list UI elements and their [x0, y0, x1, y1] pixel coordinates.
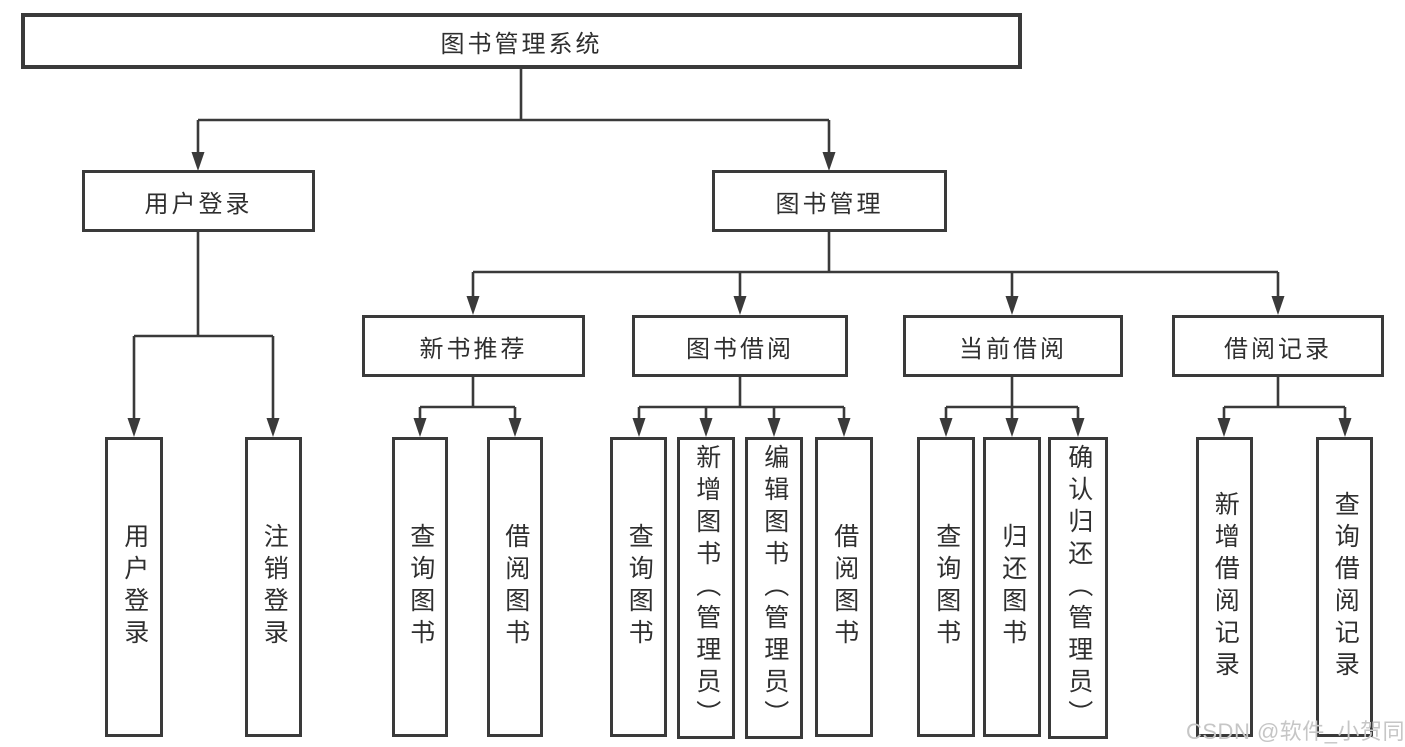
leaf-query-books-recommend-label: 查询图书: [406, 523, 435, 651]
node-library-system: 图书管理系统: [21, 13, 1022, 69]
node-book-management: 图书管理: [712, 170, 947, 232]
node-borrowing-records-label: 借阅记录: [1224, 335, 1332, 363]
leaf-confirm-return-admin: 确认归还（管理员）: [1048, 437, 1108, 739]
leaf-query-books-current: 查询图书: [917, 437, 975, 737]
leaf-borrow-books-borrowing-label: 借阅图书: [830, 523, 859, 651]
node-current-borrowing: 当前借阅: [903, 315, 1123, 377]
leaf-query-books-recommend: 查询图书: [392, 437, 448, 737]
leaf-add-books-admin: 新增图书（管理员）: [677, 437, 735, 739]
leaf-query-books-borrowing-label: 查询图书: [625, 523, 654, 651]
leaf-logout: 注销登录: [245, 437, 302, 737]
leaf-return-books-label: 归还图书: [998, 523, 1027, 651]
leaf-query-borrow-record: 查询借阅记录: [1316, 437, 1373, 737]
node-new-book-recommend: 新书推荐: [362, 315, 585, 377]
leaf-edit-books-admin-label: 编辑图书（管理员）: [760, 444, 789, 732]
node-new-book-recommend-label: 新书推荐: [419, 335, 528, 363]
leaf-borrow-books-recommend: 借阅图书: [487, 437, 543, 737]
leaf-query-books-current-label: 查询图书: [932, 523, 961, 651]
leaf-query-borrow-record-label: 查询借阅记录: [1331, 491, 1360, 683]
leaf-user-login-label: 用户登录: [120, 523, 149, 651]
leaf-logout-label: 注销登录: [260, 523, 289, 651]
node-library-system-label: 图书管理系统: [440, 30, 603, 58]
leaf-add-borrow-record: 新增借阅记录: [1196, 437, 1253, 737]
leaf-borrow-books-recommend-label: 借阅图书: [501, 523, 530, 651]
node-current-borrowing-label: 当前借阅: [959, 335, 1067, 363]
node-book-borrowing: 图书借阅: [632, 315, 848, 377]
leaf-edit-books-admin: 编辑图书（管理员）: [745, 437, 803, 739]
node-user-login: 用户登录: [82, 170, 315, 232]
leaf-query-books-borrowing: 查询图书: [610, 437, 667, 737]
leaf-borrow-books-borrowing: 借阅图书: [815, 437, 873, 737]
leaf-return-books: 归还图书: [983, 437, 1041, 737]
leaf-user-login: 用户登录: [105, 437, 163, 737]
leaf-add-books-admin-label: 新增图书（管理员）: [692, 444, 721, 732]
node-book-borrowing-label: 图书借阅: [686, 335, 794, 363]
leaf-add-borrow-record-label: 新增借阅记录: [1211, 491, 1240, 683]
leaf-confirm-return-admin-label: 确认归还（管理员）: [1064, 444, 1093, 732]
node-borrowing-records: 借阅记录: [1172, 315, 1384, 377]
node-user-login-label: 用户登录: [144, 190, 253, 218]
node-book-management-label: 图书管理: [775, 190, 884, 218]
